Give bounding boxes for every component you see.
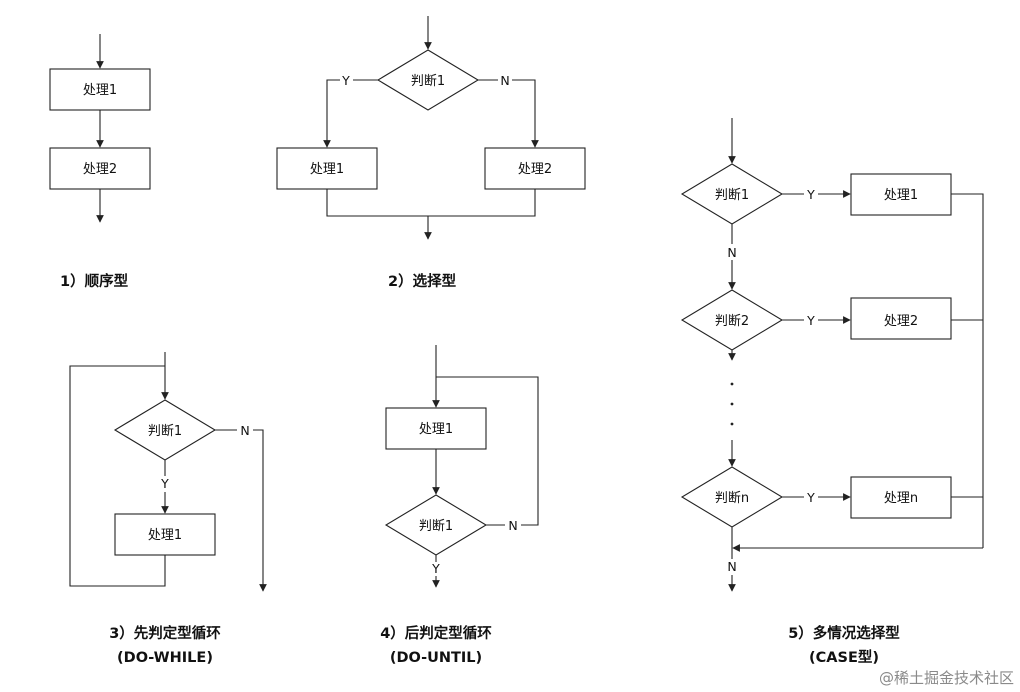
- case-no-1-label: N: [727, 245, 736, 260]
- sel-no-arrow: [478, 79, 539, 148]
- du-yes-label: Y: [431, 561, 440, 576]
- sel-merge-line: [326, 189, 536, 217]
- dw-no-arrow: [215, 429, 267, 592]
- watermark: @稀土掘金技术社区: [879, 669, 1014, 687]
- case-caption-line2: (CASE型): [809, 648, 879, 666]
- dw-caption-line2: (DO-WHILE): [117, 650, 213, 666]
- dw-process-1-label: 处理1: [148, 528, 182, 543]
- du-caption-line2: (DO-UNTIL): [390, 650, 482, 666]
- seq-caption: 1）顺序型: [60, 272, 129, 290]
- do-until-flowchart: 处理1 判断1 N Y 4）后判定型循环 (DO-UNTIL): [380, 345, 539, 666]
- sel-decision: [376, 49, 480, 111]
- sel-process-2: [484, 147, 586, 190]
- case-merge-line: [951, 193, 984, 548]
- case-caption-line1: 5）多情况选择型: [788, 624, 900, 642]
- case-yes-2-label: Y: [806, 313, 815, 328]
- case-yes-n-label: Y: [806, 490, 815, 505]
- du-process-1-label: 处理1: [419, 422, 453, 437]
- case-process-n-label: 处理n: [884, 491, 918, 506]
- du-no-label: N: [508, 518, 517, 533]
- du-decision-label: 判断1: [419, 519, 453, 534]
- sel-yes-arrow: [323, 79, 378, 148]
- sel-no-label: N: [500, 73, 509, 88]
- case-process-1-label: 处理1: [884, 188, 918, 203]
- case-decision-2-label: 判断2: [715, 314, 749, 329]
- dw-decision-label: 判断1: [148, 424, 182, 439]
- sel-caption: 2）选择型: [388, 272, 457, 290]
- sel-decision-label: 判断1: [411, 74, 445, 89]
- seq-process-2: [49, 147, 151, 190]
- seq-process-2-label: 处理2: [83, 162, 117, 177]
- case-decision-1-label: 判断1: [715, 188, 749, 203]
- dw-yes-label: Y: [160, 476, 169, 491]
- du-caption-line1: 4）后判定型循环: [380, 624, 492, 642]
- case-process-2-label: 处理2: [884, 314, 918, 329]
- case-flowchart: 判断1 Y 处理1 N 判断2 Y 处理2 判断n Y 处理n: [680, 118, 984, 666]
- dw-caption-line1: 3）先判定型循环: [109, 624, 221, 642]
- sel-process-2-label: 处理2: [518, 162, 552, 177]
- case-ellipsis-dot-1: [730, 382, 734, 386]
- case-ellipsis-dot-3: [730, 422, 734, 426]
- sel-yes-label: Y: [341, 73, 350, 88]
- case-yes-1-label: Y: [806, 187, 815, 202]
- case-no-end-label: N: [727, 559, 736, 574]
- dw-no-label: N: [240, 423, 249, 438]
- seq-process-1-label: 处理1: [83, 83, 117, 98]
- case-ellipsis-dot-2: [730, 402, 734, 406]
- case-process-2: [850, 297, 952, 340]
- do-while-flowchart: 判断1 N Y 处理1 3）先判定型循环 (DO-WHILE): [69, 352, 267, 666]
- sequence-flowchart: 处理1 处理2 1）顺序型: [49, 34, 151, 290]
- sel-process-1-label: 处理1: [310, 162, 344, 177]
- dw-loop-back-line: [69, 365, 166, 587]
- dw-process-1: [114, 513, 216, 556]
- selection-flowchart: 判断1 Y N 处理1 处理2 2）选择型: [276, 16, 586, 290]
- du-no-loop-line: [436, 376, 539, 526]
- case-decision-n-label: 判断n: [715, 491, 749, 506]
